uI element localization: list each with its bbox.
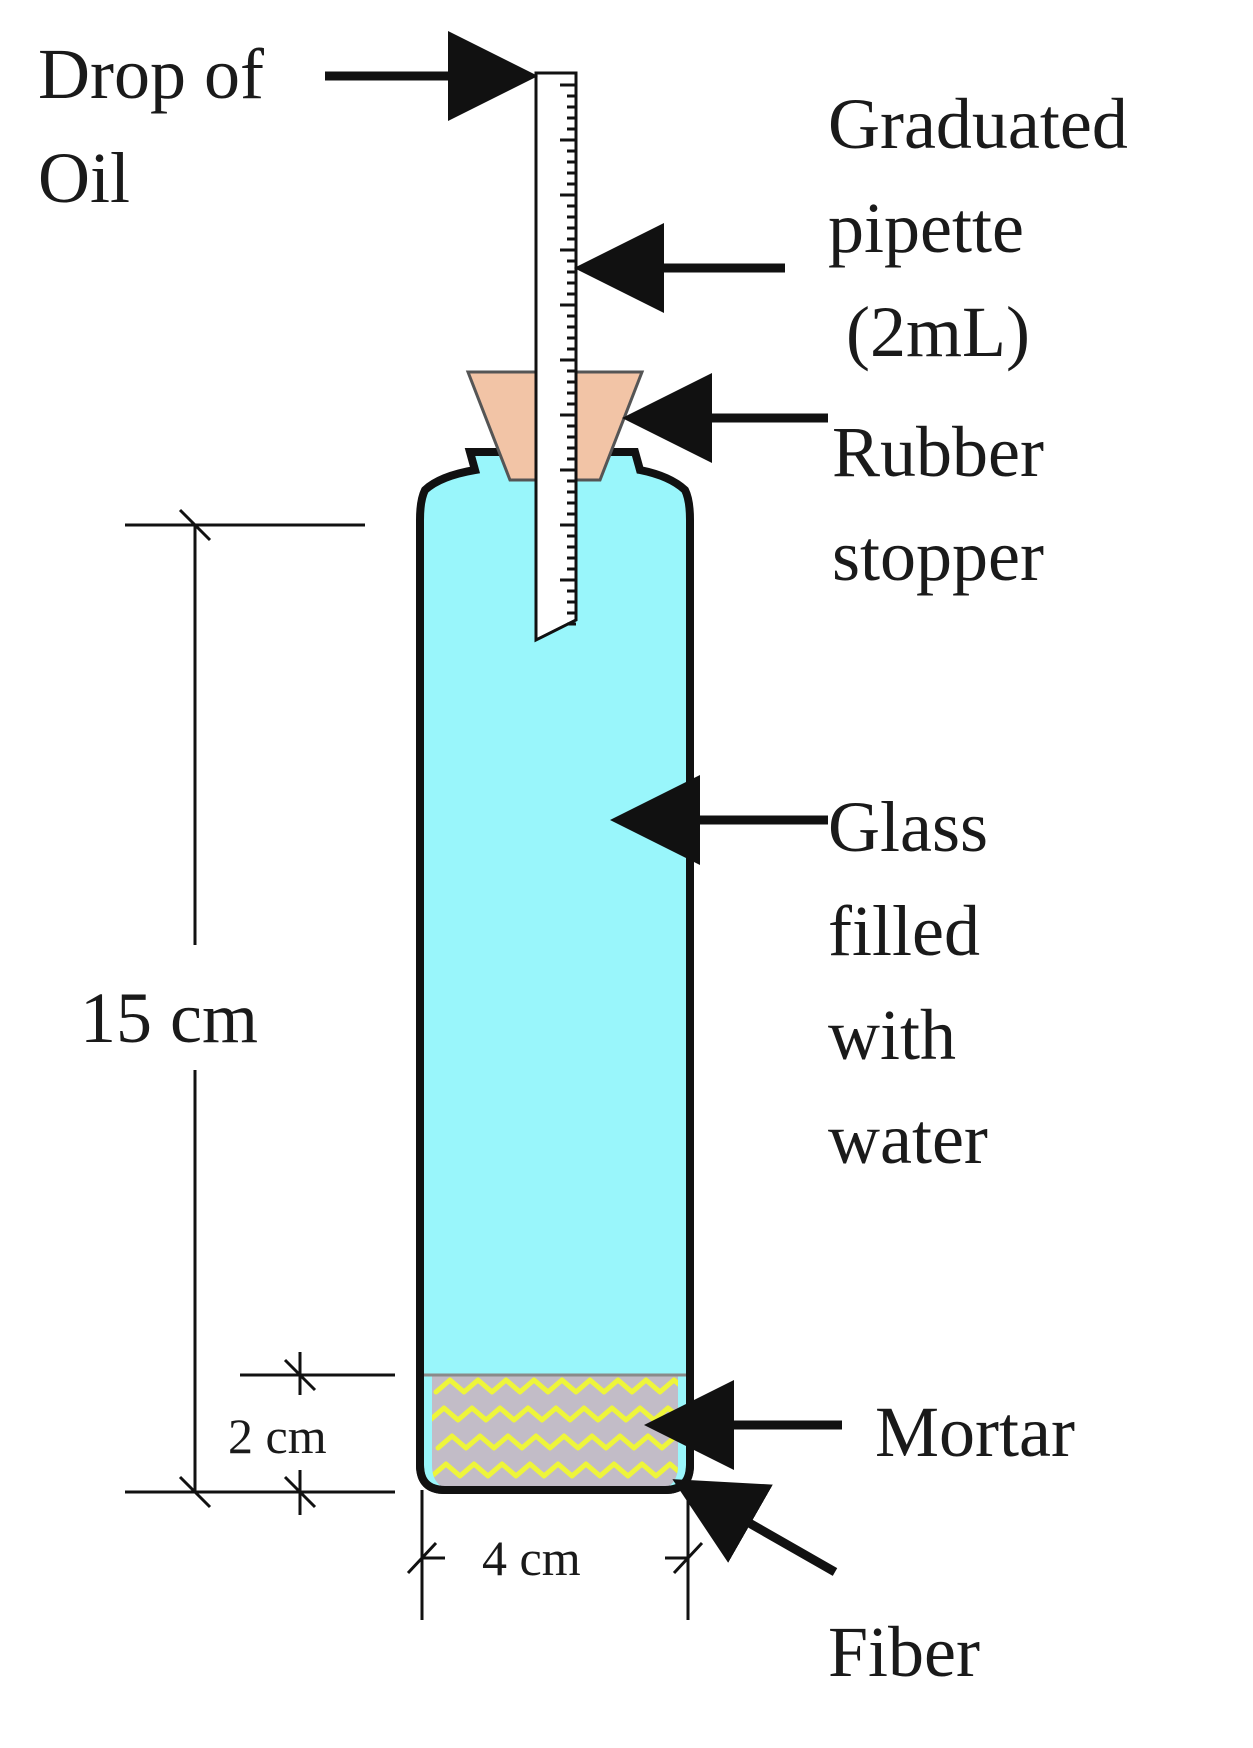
label-glass-filled-with-water: Glass filled with water bbox=[828, 787, 988, 1179]
label-mortar: Mortar bbox=[875, 1392, 1075, 1472]
label-fiber: Fiber bbox=[828, 1612, 980, 1692]
dimension-mortar-label: 2 cm bbox=[228, 1408, 327, 1464]
label-drop-of-oil: Drop of Oil bbox=[38, 34, 264, 218]
graduated-pipette bbox=[534, 71, 578, 643]
mortar-layer bbox=[432, 1375, 678, 1490]
dimension-width-label: 4 cm bbox=[482, 1530, 581, 1586]
pipette-graduations bbox=[560, 83, 576, 626]
fiber-arrow bbox=[672, 1479, 838, 1576]
dimension-height-label: 15 cm bbox=[80, 978, 258, 1058]
dimension-lines bbox=[125, 508, 704, 1620]
label-rubber-stopper: Rubber stopper bbox=[832, 412, 1044, 596]
bottle-bottom-outline bbox=[416, 1360, 694, 1494]
label-arrows bbox=[325, 31, 842, 1576]
label-graduated-pipette: Graduated pipette (2mL) bbox=[828, 84, 1128, 372]
